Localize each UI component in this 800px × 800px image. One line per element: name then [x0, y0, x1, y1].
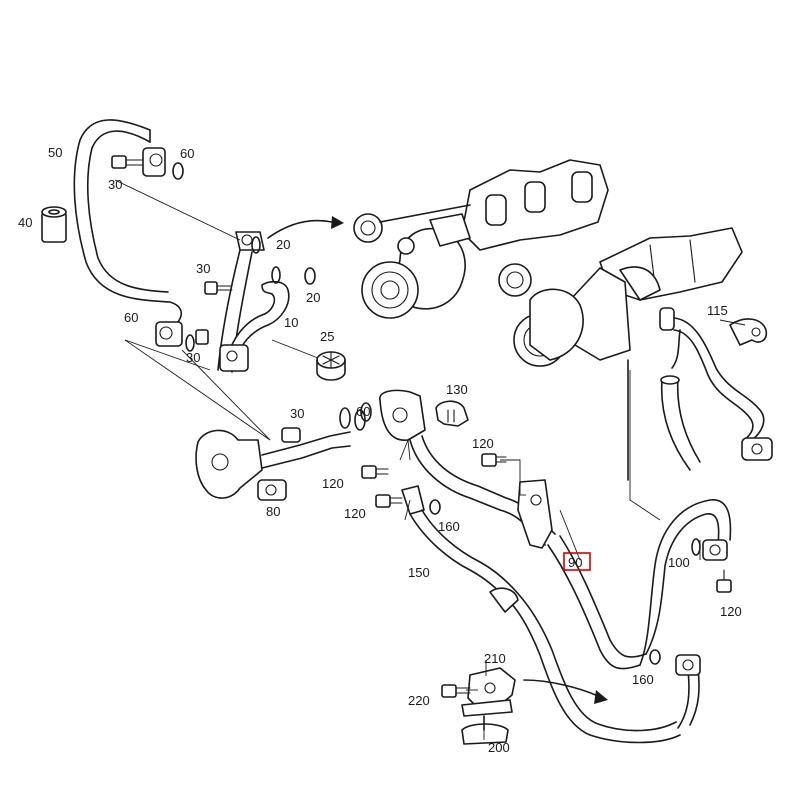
callout-50: 50 — [48, 145, 62, 160]
callout-120-b: 120 — [322, 476, 344, 491]
bolt-120-right — [716, 569, 732, 593]
return-pipe-10 — [204, 231, 316, 373]
filter-insert-25 — [316, 351, 346, 381]
callout-30-d: 30 — [290, 406, 304, 421]
callout-160-a: 160 — [438, 519, 460, 534]
bracket-210 — [461, 667, 516, 717]
callout-210: 210 — [484, 651, 506, 666]
callout-120-c: 120 — [344, 506, 366, 521]
turbocharger-upper — [353, 159, 609, 319]
callout-60-a: 60 — [180, 146, 194, 161]
callout-160-b: 160 — [632, 672, 654, 687]
callout-30-c: 30 — [186, 350, 200, 365]
arrow-to-pipe — [523, 679, 608, 704]
oil-feed-pipe-50 — [73, 119, 182, 323]
pipe-115 — [659, 307, 773, 461]
callout-100: 100 — [668, 555, 690, 570]
callout-30-b: 30 — [196, 261, 210, 276]
bolt-120-left — [361, 465, 389, 479]
pipe-100 — [639, 499, 732, 666]
callout-120-d: 120 — [720, 604, 742, 619]
bolt-220 — [441, 684, 471, 698]
callout-30-a: 30 — [108, 177, 122, 192]
return-line-150 — [401, 485, 701, 744]
hose-turbo-drain — [660, 375, 701, 471]
coupling-80 — [195, 407, 366, 501]
supply-pipe-150 — [379, 389, 647, 670]
callout-150: 150 — [408, 565, 430, 580]
turbocharger-lower — [498, 227, 743, 481]
callout-200: 200 — [488, 740, 510, 755]
callout-80: 80 — [266, 504, 280, 519]
callout-115: 115 — [707, 303, 728, 318]
bolt-120-center — [375, 494, 403, 508]
banjo-fitting-lower-left — [155, 321, 209, 352]
callout-20-a: 20 — [276, 237, 290, 252]
sleeve-40 — [41, 206, 67, 243]
seal-rings — [360, 402, 661, 665]
callout-10: 10 — [284, 315, 298, 330]
callout-90: 90 — [568, 555, 582, 570]
callout-60-b: 60 — [124, 310, 138, 325]
banjo-fitting-upper — [111, 147, 184, 180]
callout-220: 220 — [408, 693, 430, 708]
callout-40: 40 — [18, 215, 32, 230]
clip-130 — [435, 400, 469, 427]
callout-90-highlight-box — [563, 552, 591, 571]
bolt-120-upper — [481, 453, 507, 467]
leader-lines — [114, 179, 746, 740]
callout-labels: 50 30 60 40 20 30 20 60 10 25 30 115 130… — [18, 145, 742, 755]
callout-120-a: 120 — [472, 436, 494, 451]
callout-60-c: 60 — [356, 404, 370, 419]
arrow-to-turbo — [267, 216, 344, 239]
callout-130: 130 — [446, 382, 468, 397]
callout-25: 25 — [320, 329, 334, 344]
callout-20-b: 20 — [306, 290, 320, 305]
